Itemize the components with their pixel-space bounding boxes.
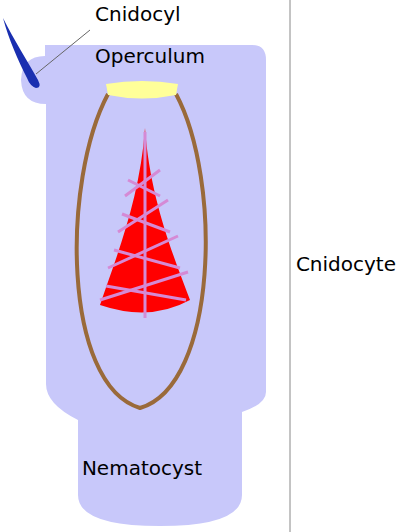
structure-label: Cnidocyl — [95, 3, 181, 26]
thread-winding — [106, 286, 186, 300]
cell-label: Cnidocyte — [296, 253, 396, 276]
coiled-thread — [100, 132, 188, 318]
nematocyst-capsule — [77, 94, 206, 408]
thread-winding — [128, 180, 160, 196]
structure-label: Nematocyst — [82, 457, 202, 480]
cnidocyl-spike — [3, 18, 40, 88]
separator-line — [290, 0, 291, 532]
cell-body — [21, 45, 266, 526]
structure-label: Operculum — [95, 45, 205, 68]
leader-line — [36, 30, 90, 74]
thread-winding — [122, 214, 170, 232]
operculum-lid — [106, 81, 178, 99]
thread-winding — [114, 250, 180, 268]
